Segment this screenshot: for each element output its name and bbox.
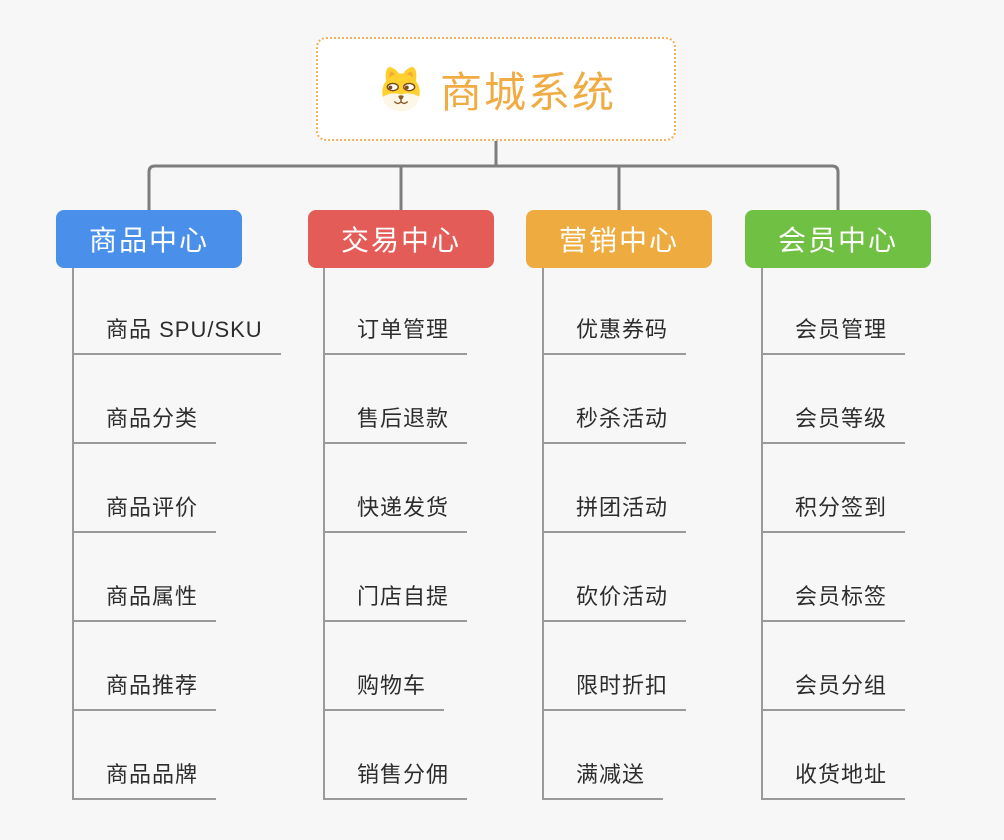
root-node[interactable]: 商城系统 [316,37,676,141]
branch-node-marketing[interactable]: 营销中心 [526,210,712,268]
leaf-node[interactable]: 购物车 [324,668,445,711]
leaf-node[interactable]: 砍价活动 [543,579,687,622]
leaf-node[interactable]: 会员分组 [762,668,906,711]
leaf-node[interactable]: 商品分类 [73,401,217,444]
leaf-node[interactable]: 售后退款 [324,401,468,444]
branch-node-member[interactable]: 会员中心 [745,210,931,268]
branch-node-trade[interactable]: 交易中心 [308,210,494,268]
leaf-node[interactable]: 优惠券码 [543,312,687,355]
leaf-node[interactable]: 商品 SPU/SKU [73,312,281,355]
branch-bracket-line [147,164,840,210]
branch-label: 交易中心 [340,225,461,256]
leaf-node[interactable]: 满减送 [543,757,664,800]
branch-label: 会员中心 [777,225,898,256]
leaf-node[interactable]: 会员管理 [762,312,906,355]
leaf-node[interactable]: 订单管理 [324,312,468,355]
root-title: 商城系统 [439,68,616,116]
leaf-node[interactable]: 会员标签 [762,579,906,622]
leaf-node[interactable]: 快递发货 [324,490,468,533]
leaf-node[interactable]: 商品评价 [73,490,217,533]
leaf-node[interactable]: 销售分佣 [324,757,468,800]
leaf-node[interactable]: 拼团活动 [543,490,687,533]
leaf-node[interactable]: 收货地址 [762,757,906,800]
leaf-node[interactable]: 限时折扣 [543,668,687,711]
branch-label: 营销中心 [558,225,679,256]
leaf-node[interactable]: 商品推荐 [73,668,217,711]
leaf-node[interactable]: 商品属性 [73,579,217,622]
leaf-node[interactable]: 门店自提 [324,579,468,622]
branch-node-product[interactable]: 商品中心 [56,210,242,268]
branch-label: 商品中心 [88,225,209,256]
dog-face-icon [382,67,420,111]
leaf-node[interactable]: 秒杀活动 [543,401,687,444]
leaf-node[interactable]: 积分签到 [762,490,906,533]
leaf-node[interactable]: 商品品牌 [73,757,217,800]
leaf-node[interactable]: 会员等级 [762,401,906,444]
